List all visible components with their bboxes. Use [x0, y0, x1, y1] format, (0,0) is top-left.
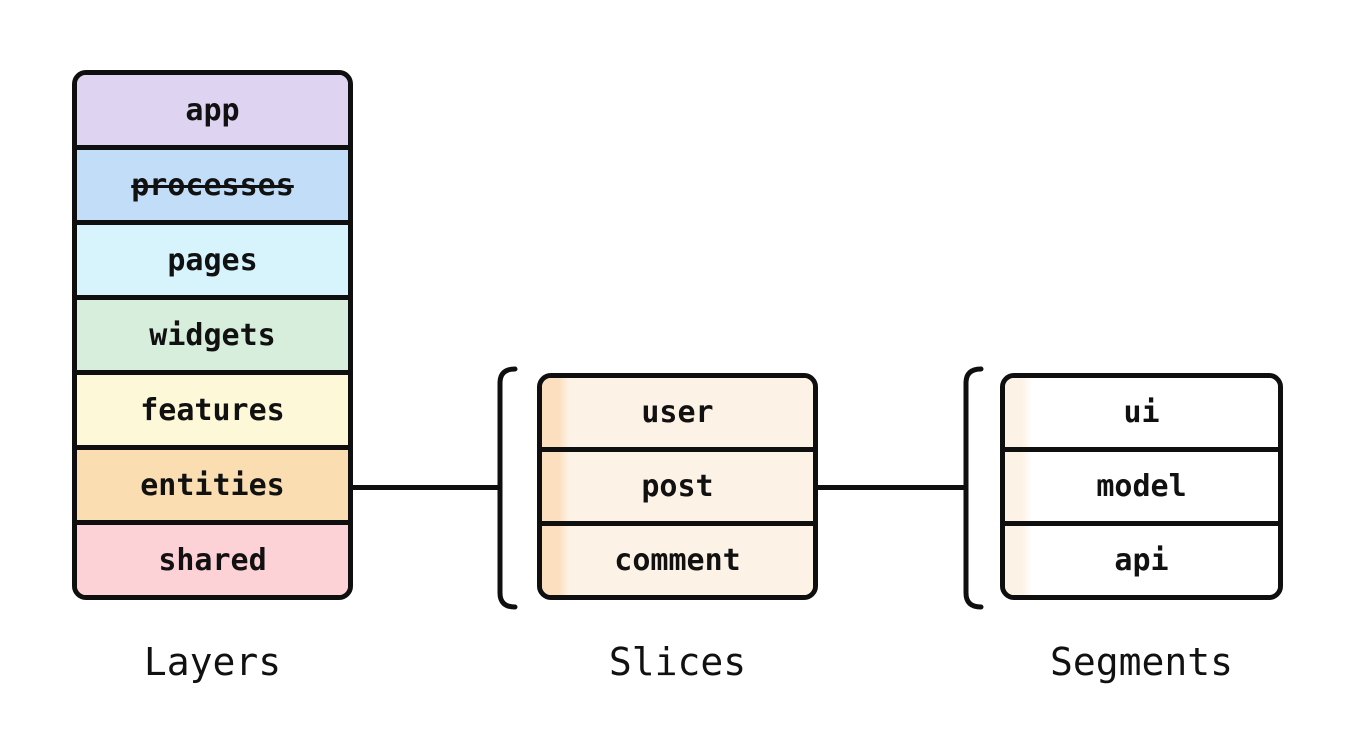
bracket-slices: [497, 366, 518, 610]
layers-stack: app processes pages widgets features ent…: [72, 70, 353, 600]
segments-stack: ui model api: [1000, 373, 1283, 600]
layer-label-widgets: widgets: [149, 317, 276, 353]
segment-label-ui: ui: [1123, 395, 1160, 430]
layer-row-entities: entities: [77, 450, 348, 525]
layer-label-features: features: [140, 392, 285, 428]
slice-label-user: user: [641, 395, 714, 430]
layer-row-app: app: [77, 75, 348, 150]
layer-label-entities: entities: [140, 467, 285, 503]
layer-row-features: features: [77, 375, 348, 450]
layer-row-pages: pages: [77, 225, 348, 300]
layer-label-app: app: [185, 92, 240, 128]
layer-row-shared: shared: [77, 525, 348, 595]
bracket-segments: [963, 366, 984, 610]
slice-row-user: user: [542, 378, 813, 452]
layer-label-pages: pages: [167, 242, 258, 278]
connector-slices-segments: [818, 485, 968, 490]
layer-row-processes: processes: [77, 150, 348, 225]
slice-label-post: post: [641, 469, 714, 504]
slices-stack: user post comment: [537, 373, 818, 600]
segment-label-model: model: [1096, 469, 1187, 504]
layer-label-processes: processes: [131, 167, 294, 203]
slices-caption: Slices: [608, 640, 747, 684]
segment-label-api: api: [1114, 543, 1169, 578]
slice-row-post: post: [542, 452, 813, 526]
layer-row-widgets: widgets: [77, 300, 348, 375]
layers-caption: Layers: [143, 640, 282, 684]
segment-row-api: api: [1005, 526, 1278, 595]
segment-row-model: model: [1005, 452, 1278, 526]
connector-layers-slices: [353, 485, 501, 490]
layer-label-shared: shared: [158, 542, 267, 578]
slice-label-comment: comment: [614, 543, 741, 578]
slice-row-comment: comment: [542, 526, 813, 595]
segment-row-ui: ui: [1005, 378, 1278, 452]
segments-caption: Segments: [1049, 640, 1234, 684]
